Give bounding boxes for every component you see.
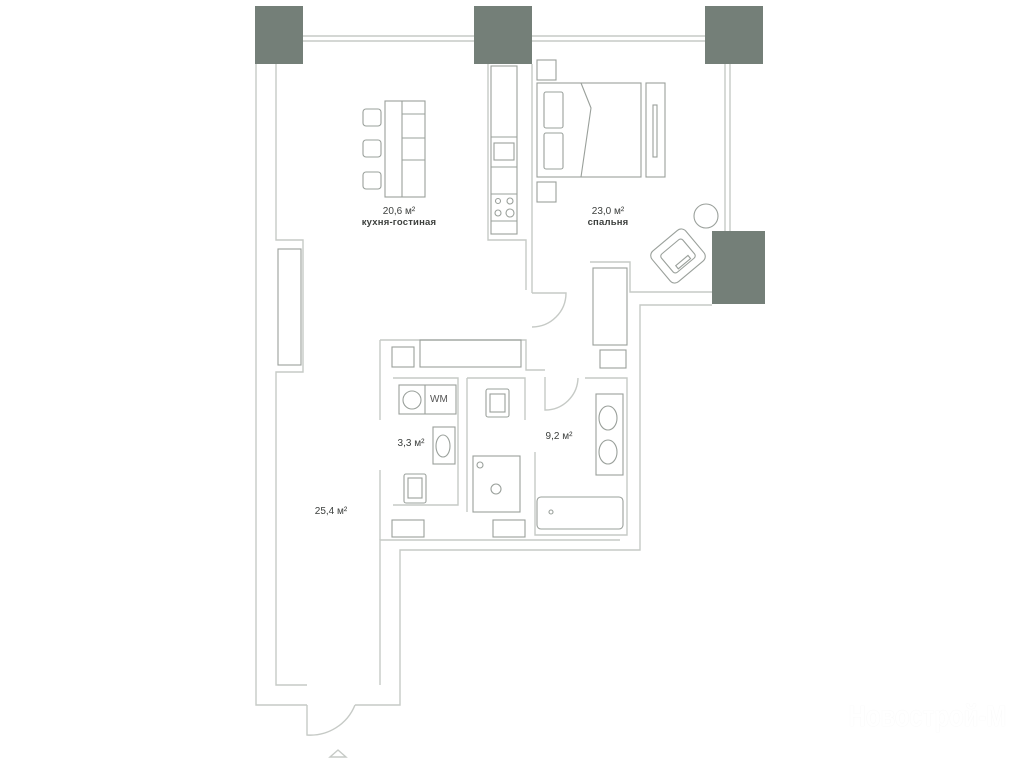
room-area: 23,0 м² — [591, 206, 625, 217]
column — [255, 6, 303, 64]
bedroom-furniture — [536, 59, 719, 369]
hall-wardrobe — [419, 339, 522, 368]
room-area: 3,3 м² — [397, 438, 425, 449]
watermark: Новострой-М — [848, 700, 1006, 733]
room-area: 25,4 м² — [314, 506, 348, 517]
entrance-marker — [328, 749, 348, 758]
structural-columns — [255, 6, 765, 304]
washing-machine-icon — [402, 390, 422, 410]
room-area: 20,6 м² — [382, 206, 416, 217]
room-label-bathroom: 9,2 м² — [546, 431, 573, 442]
bathtub — [536, 496, 624, 530]
windows — [303, 35, 731, 231]
walls — [255, 64, 712, 706]
doors — [306, 292, 579, 758]
column — [712, 231, 765, 304]
column — [474, 6, 532, 64]
room-name: спальня — [587, 217, 629, 228]
kitchen-furniture — [277, 65, 518, 366]
armchair — [650, 228, 706, 284]
column — [705, 6, 763, 64]
room-label-bedroom: 23,0 м² спальня — [588, 206, 629, 228]
bed — [536, 82, 642, 178]
wet-rooms-furniture — [391, 339, 624, 538]
round-table — [693, 203, 719, 229]
room-label-kitchen-living: 20,6 м² кухня-гостиная — [362, 206, 437, 228]
room-label-hall: 25,4 м² — [315, 506, 347, 517]
room-area: 9,2 м² — [545, 431, 573, 442]
washing-machine-label: WM — [430, 394, 448, 405]
wardrobe — [592, 267, 628, 346]
sink-icon — [493, 142, 515, 161]
room-name: кухня-гостиная — [361, 217, 437, 228]
room-label-laundry: 3,3 м² — [398, 438, 425, 449]
wardrobe — [277, 248, 302, 366]
